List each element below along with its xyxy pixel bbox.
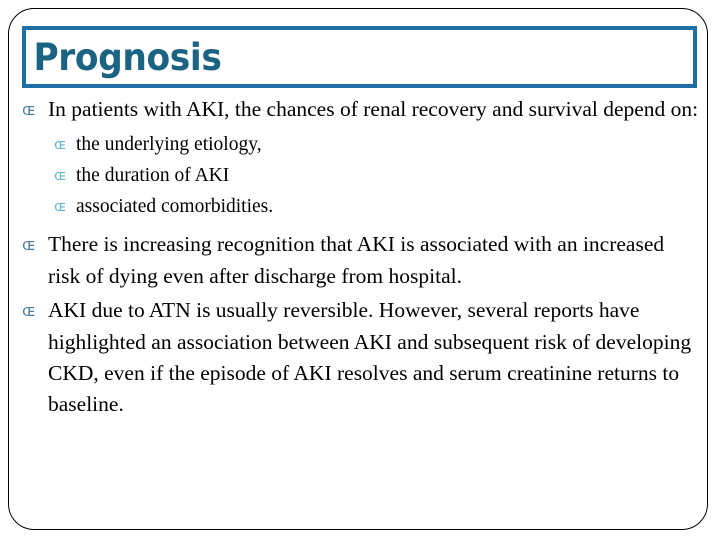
bullet-item-6: ɶ AKI due to ATN is usually reversible. H… xyxy=(22,295,700,420)
ornamental-loop-bullet-icon: ɶ xyxy=(22,100,36,119)
ornamental-loop-bullet-icon: ɶ xyxy=(54,168,67,184)
bullet-item-1-label: In patients with AKI, the chances of ren… xyxy=(48,97,699,121)
bullet-item-6-label: AKI due to ATN is usually reversible. Ho… xyxy=(48,298,692,416)
bullet-item-1: ɶ In patients with AKI, the chances of re… xyxy=(22,94,700,126)
bullet-item-4: ɶ associated comorbidities. xyxy=(54,192,700,223)
slide-body: ɶ In patients with AKI, the chances of re… xyxy=(22,94,700,494)
bullet-item-3-label: the duration of AKI xyxy=(76,165,230,186)
bullet-item-5: ɶ There is increasing recognition that AK… xyxy=(22,229,700,292)
ornamental-loop-bullet-icon: ɶ xyxy=(54,137,67,153)
sub-bullet-group: ɶ the underlying etiology, ɶ the duration … xyxy=(22,130,700,223)
ornamental-loop-bullet-icon: ɶ xyxy=(22,301,36,320)
page-title: Prognosis xyxy=(33,35,222,79)
ornamental-loop-bullet-icon: ɶ xyxy=(54,199,67,215)
ornamental-loop-bullet-icon: ɶ xyxy=(22,235,36,254)
slide-title-box: Prognosis xyxy=(22,26,697,88)
bullet-item-5-label: There is increasing recognition that AKI… xyxy=(48,232,665,288)
bullet-item-2-label: the underlying etiology, xyxy=(76,134,262,155)
bullet-item-2: ɶ the underlying etiology, xyxy=(54,130,700,161)
bullet-item-3: ɶ the duration of AKI xyxy=(54,161,700,192)
bullet-item-4-label: associated comorbidities. xyxy=(76,196,274,217)
